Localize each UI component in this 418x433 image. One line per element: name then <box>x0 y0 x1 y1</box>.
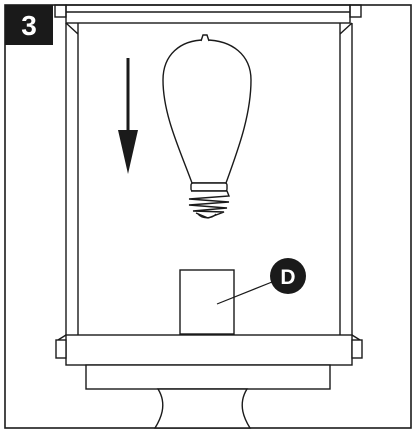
down-arrow-icon <box>118 58 138 174</box>
lantern-top-cap <box>54 4 362 24</box>
socket <box>179 269 235 335</box>
lantern-glass-frame <box>57 22 361 341</box>
step-badge <box>5 5 53 45</box>
callout-marker <box>270 258 306 294</box>
light-bulb-icon <box>162 34 252 219</box>
callout-leader-line <box>216 281 273 305</box>
lantern-base <box>55 334 363 429</box>
step-number: 3 <box>21 10 37 41</box>
callout-label: D <box>280 266 295 289</box>
